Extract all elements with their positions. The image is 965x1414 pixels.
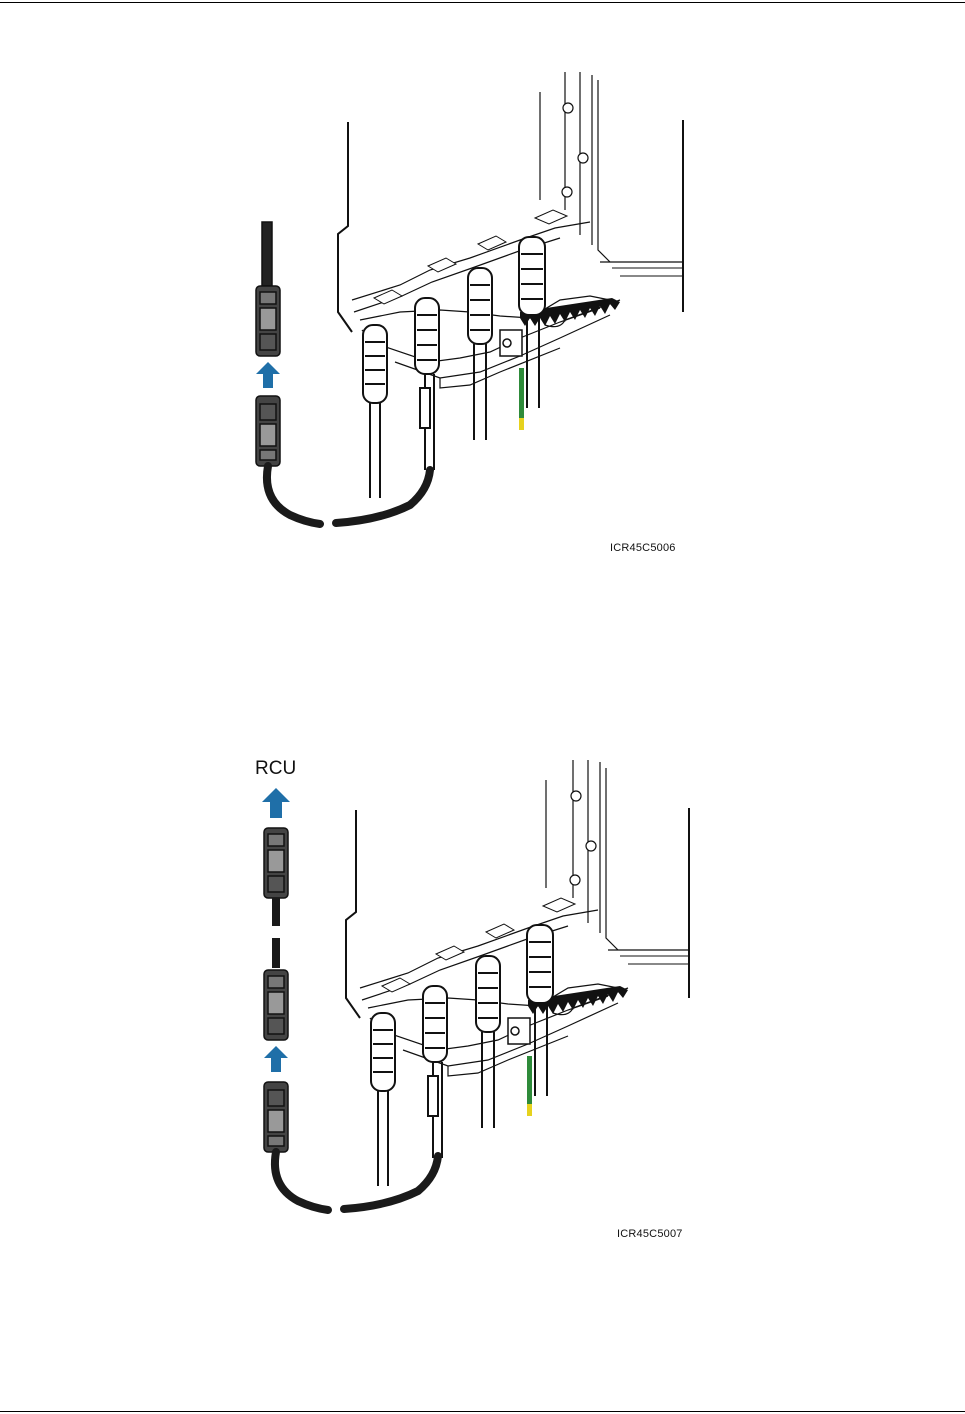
lower-plug [264,1082,288,1152]
rcu-plug [264,828,288,898]
figure-2-code: ICR45C5007 [617,1228,683,1240]
ground-wire [527,1056,532,1116]
ground-clamp [500,330,522,356]
figure-1-code: ICR45C5006 [610,542,676,554]
figure-2-drawing [0,740,965,1260]
ground-clamp [508,1018,530,1044]
arrow-up-icon-rcu [262,788,290,818]
connector-2 [423,986,447,1158]
figure-2-connect-rcu: RCU ICR45C5007 [0,740,965,1260]
jumper-cable [267,466,430,524]
arrow-up-icon [264,1046,288,1072]
connector-1 [371,1013,395,1186]
connector-2 [415,298,439,470]
arrow-up-icon [256,362,280,388]
rcu-label: RCU [255,758,296,780]
lower-plug [256,396,280,466]
middle-plug [264,970,288,1040]
figure-1-drawing [0,0,965,570]
figure-1-connect-cable: ICR45C5006 [0,0,965,570]
connector-1 [363,325,387,498]
ground-wire [519,368,524,430]
housing-screws [562,103,588,197]
housing-screws [570,791,596,885]
cable-upper-end [262,222,272,286]
upper-plug [256,286,280,356]
jumper-cable [275,1152,438,1210]
footer-rule [0,1411,965,1412]
